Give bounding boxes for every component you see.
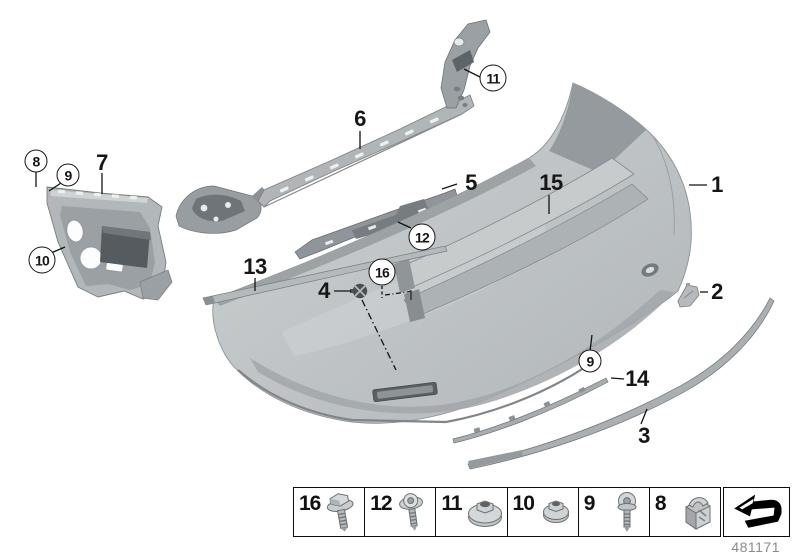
legend-part-ref: 10 [512, 492, 535, 515]
continuation-arrow-icon [733, 494, 781, 528]
callout-1[interactable]: 1 [711, 172, 723, 197]
callout-4[interactable]: 4 [318, 278, 330, 303]
legend-part-ref: 16 [299, 492, 321, 515]
callout-5[interactable]: 5 [465, 170, 477, 195]
callout-13[interactable]: 13 [243, 254, 267, 279]
reflector [372, 381, 438, 403]
part-7-side-bracket [46, 186, 173, 301]
large-washer-nut-icon [467, 500, 502, 527]
hex-flange-bolt-icon [327, 493, 354, 532]
part-14-strip [452, 377, 609, 444]
round-head-screw-icon [617, 492, 637, 532]
legend-cell-16[interactable]: 16 [294, 488, 366, 536]
part-11-bracket [440, 19, 491, 109]
legend-part-ref: 12 [370, 492, 392, 515]
part-6-guide-rail [257, 94, 475, 208]
callout-2[interactable]: 2 [711, 279, 723, 304]
washer-head-screw-icon [399, 493, 424, 531]
callout-14[interactable]: 14 [625, 366, 649, 391]
part-4-grommet [350, 283, 368, 299]
clip-nut-icon [685, 497, 711, 530]
callout-15[interactable]: 15 [539, 170, 563, 195]
leader-lines [35, 68, 708, 425]
legend-cell-10[interactable]: 10 [508, 488, 579, 536]
legend-cell-11[interactable]: 11 [436, 488, 508, 536]
legend-cell-12[interactable]: 12 [365, 488, 437, 536]
callout-3[interactable]: 3 [638, 423, 650, 448]
flange-nut-icon [542, 500, 569, 523]
fastener-legend: 16 12 [293, 487, 721, 537]
callout-10[interactable]: 10 [28, 246, 56, 274]
legend-part-ref: 9 [583, 492, 596, 515]
callout-6[interactable]: 6 [354, 106, 366, 131]
drawing-number: 481171 [731, 539, 780, 555]
callout-9[interactable]: 9 [56, 163, 80, 187]
callout-8[interactable]: 8 [24, 149, 48, 173]
continuation-arrow-box[interactable] [723, 487, 790, 537]
callout-7[interactable]: 7 [96, 150, 108, 175]
legend-part-ref: 8 [654, 492, 667, 515]
legend-cell-8[interactable]: 8 [650, 488, 720, 536]
center-guide-bracket [175, 185, 268, 234]
part-2-towhook-cover [677, 283, 700, 308]
callout-16[interactable]: 16 [368, 258, 396, 286]
part-3-lower-strip [467, 297, 775, 470]
callout-11[interactable]: 11 [479, 64, 507, 92]
callout-9[interactable]: 9 [578, 349, 602, 373]
tow-hook-opening [641, 263, 659, 277]
part-1-bumper-cover [212, 82, 692, 424]
legend-part-ref: 11 [441, 492, 462, 515]
part-15-guide-strip [393, 157, 635, 293]
legend-cell-9[interactable]: 9 [579, 488, 650, 536]
callout-12[interactable]: 12 [408, 223, 436, 251]
